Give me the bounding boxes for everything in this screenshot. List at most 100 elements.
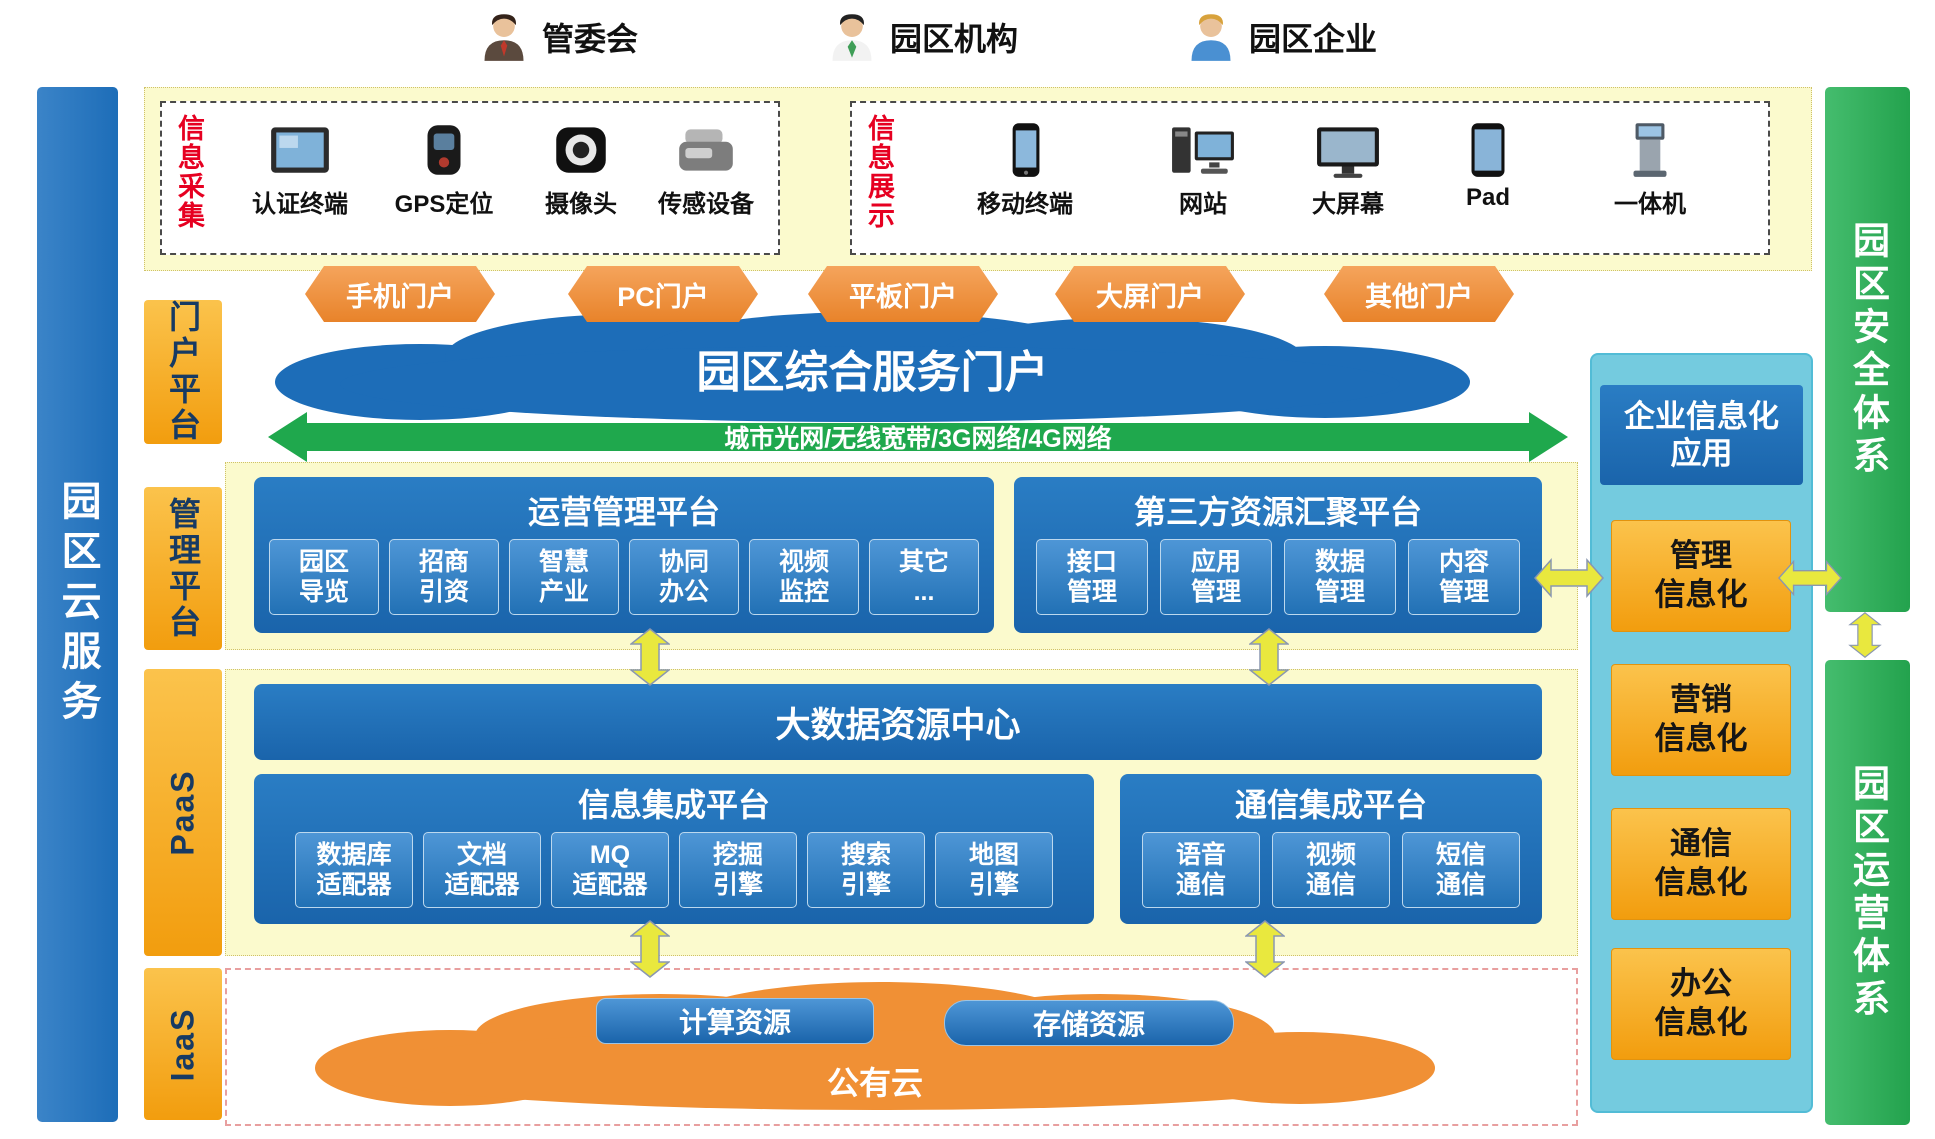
subbox-voice-comm: 语音 通信 (1142, 832, 1260, 908)
org-person-icon (832, 14, 872, 61)
info-display-box (850, 101, 1770, 255)
device-label: Pad (1465, 184, 1510, 211)
tab-iaas: IaaS (144, 968, 222, 1120)
storage-resource-box: 存储资源 (944, 1000, 1234, 1046)
tab-portal-platform: 门户平台 (144, 300, 222, 444)
portal-hex-pc: PC门户 (568, 266, 758, 322)
v-arrow-mgmt-paas-right (1249, 628, 1289, 686)
info-display-label: 信息展示 (864, 114, 894, 230)
subbox-data-mgmt: 数据 管理 (1284, 539, 1396, 615)
storage-resource-label: 存储资源 (1032, 1009, 1145, 1040)
left-bar-park-cloud-service: 园区云服务 (37, 87, 118, 1122)
public-cloud: 公有云 (310, 978, 1440, 1118)
device-sensor: 传感设备 (641, 120, 771, 219)
device-big-screen: 大屏幕 (1283, 120, 1413, 219)
device-label: GPS定位 (394, 191, 494, 218)
info-integration-title: 信息集成平台 (577, 787, 770, 823)
phone-icon (1012, 123, 1040, 177)
v-arrow-paas-iaas-right (1245, 920, 1285, 978)
user-organization: 园区机构 (826, 8, 1018, 66)
security-bar-label: 园区安全体系 (1847, 220, 1889, 479)
comm-integration-title: 通信集成平台 (1234, 787, 1427, 823)
enterprise-person-icon (1191, 14, 1231, 61)
subbox-sms-comm: 短信 通信 (1402, 832, 1520, 908)
operation-platform-title: 运营管理平台 (527, 494, 720, 530)
portal-hex-mobile: 手机门户 (305, 266, 495, 322)
committee-person-icon (484, 14, 524, 61)
device-label: 大屏幕 (1312, 191, 1384, 218)
camera-icon (556, 127, 606, 173)
tab-mgmt-platform: 管理平台 (144, 487, 222, 650)
info-collection-label: 信息采集 (174, 114, 204, 230)
user-label: 园区机构 (890, 21, 1019, 57)
subbox-video-monitor: 视频 监控 (749, 539, 859, 615)
right-bar-operation-system: 园区运营体系 (1825, 660, 1910, 1125)
subbox-content-mgmt: 内容 管理 (1408, 539, 1520, 615)
compute-resource-label: 计算资源 (678, 1007, 791, 1038)
subbox-mq-adapter: MQ 适配器 (551, 832, 669, 908)
operation-platform-items: 园区 导览 招商 引资 智慧 产业 协同 办公 视频 监控 其它 ... (254, 539, 994, 615)
subbox-db-adapter: 数据库 适配器 (295, 832, 413, 908)
blue-cloud-shape (275, 312, 1470, 422)
user-enterprise: 园区企业 (1185, 8, 1377, 66)
third-party-platform: 第三方资源汇聚平台 接口 管理 应用 管理 数据 管理 内容 管理 (1014, 477, 1542, 633)
third-party-title: 第三方资源汇聚平台 (1133, 494, 1422, 530)
user-committee: 管委会 (478, 8, 638, 66)
device-label: 网站 (1179, 191, 1227, 218)
tab-paas: PaaS (144, 669, 222, 956)
subbox-park-guide: 园区 导览 (269, 539, 379, 615)
ent-item-mgmt-info: 管理 信息化 (1611, 520, 1791, 632)
user-label: 管委会 (542, 21, 639, 57)
third-party-items: 接口 管理 应用 管理 数据 管理 内容 管理 (1014, 539, 1542, 615)
auth-terminal-icon (271, 127, 329, 173)
subbox-video-comm: 视频 通信 (1272, 832, 1390, 908)
info-integration-platform: 信息集成平台 数据库 适配器 文档 适配器 MQ 适配器 挖掘 引擎 搜索 引擎… (254, 774, 1094, 924)
v-arrow-paas-iaas-left (630, 920, 670, 978)
device-mobile-terminal: 移动终端 (960, 120, 1090, 219)
v-arrow-security-operation (1848, 612, 1882, 658)
device-kiosk: 一体机 (1585, 120, 1715, 219)
device-website: 网站 (1138, 120, 1268, 219)
compute-resource-box: 计算资源 (596, 998, 874, 1044)
operation-mgmt-platform: 运营管理平台 园区 导览 招商 引资 智慧 产业 协同 办公 视频 监控 其它 … (254, 477, 994, 633)
big-screen-icon (1317, 127, 1379, 178)
public-cloud-title: 公有云 (826, 1065, 923, 1101)
network-band-label: 城市光网/无线宽带/3G网络/4G网络 (724, 425, 1112, 453)
device-label: 认证终端 (252, 191, 348, 218)
comm-integration-platform: 通信集成平台 语音 通信 视频 通信 短信 通信 (1120, 774, 1542, 924)
left-bar-label: 园区云服务 (55, 479, 100, 730)
device-auth-terminal: 认证终端 (235, 120, 365, 219)
v-arrow-mgmt-paas-left (630, 628, 670, 686)
subbox-app-mgmt: 应用 管理 (1160, 539, 1272, 615)
h-arrow-mgmt-enterprise (1533, 558, 1605, 598)
device-label: 传感设备 (658, 191, 754, 218)
device-label: 一体机 (1614, 191, 1686, 218)
subbox-map-engine: 地图 引擎 (935, 832, 1053, 908)
user-label: 园区企业 (1249, 21, 1378, 57)
big-data-center-title: 大数据资源中心 (775, 705, 1021, 745)
subbox-investment: 招商 引资 (389, 539, 499, 615)
gps-icon (427, 125, 461, 175)
info-collection-box (160, 101, 780, 255)
subbox-interface-mgmt: 接口 管理 (1036, 539, 1148, 615)
h-arrow-enterprise-security (1778, 559, 1842, 597)
subbox-mining-engine: 挖掘 引擎 (679, 832, 797, 908)
subbox-search-engine: 搜索 引擎 (807, 832, 925, 908)
big-data-center-bar: 大数据资源中心 (254, 684, 1542, 760)
portal-hex-tablet: 平板门户 (808, 266, 998, 322)
service-portal-cloud: 园区综合服务门户 (270, 312, 1475, 424)
subbox-smart-industry: 智慧 产业 (509, 539, 619, 615)
pad-icon (1471, 123, 1505, 177)
device-label: 摄像头 (545, 191, 617, 218)
comm-integration-items: 语音 通信 视频 通信 短信 通信 (1120, 832, 1542, 908)
device-camera: 摄像头 (516, 120, 646, 219)
subbox-doc-adapter: 文档 适配器 (423, 832, 541, 908)
info-integration-items: 数据库 适配器 文档 适配器 MQ 适配器 挖掘 引擎 搜索 引擎 地图 引擎 (254, 832, 1094, 908)
sensor-icon (679, 129, 733, 171)
right-bar-security-system: 园区安全体系 (1825, 87, 1910, 612)
ent-item-comm-info: 通信 信息化 (1611, 808, 1791, 920)
ent-item-marketing-info: 营销 信息化 (1611, 664, 1791, 776)
website-computer-icon (1172, 127, 1234, 174)
subbox-collaboration: 协同 办公 (629, 539, 739, 615)
